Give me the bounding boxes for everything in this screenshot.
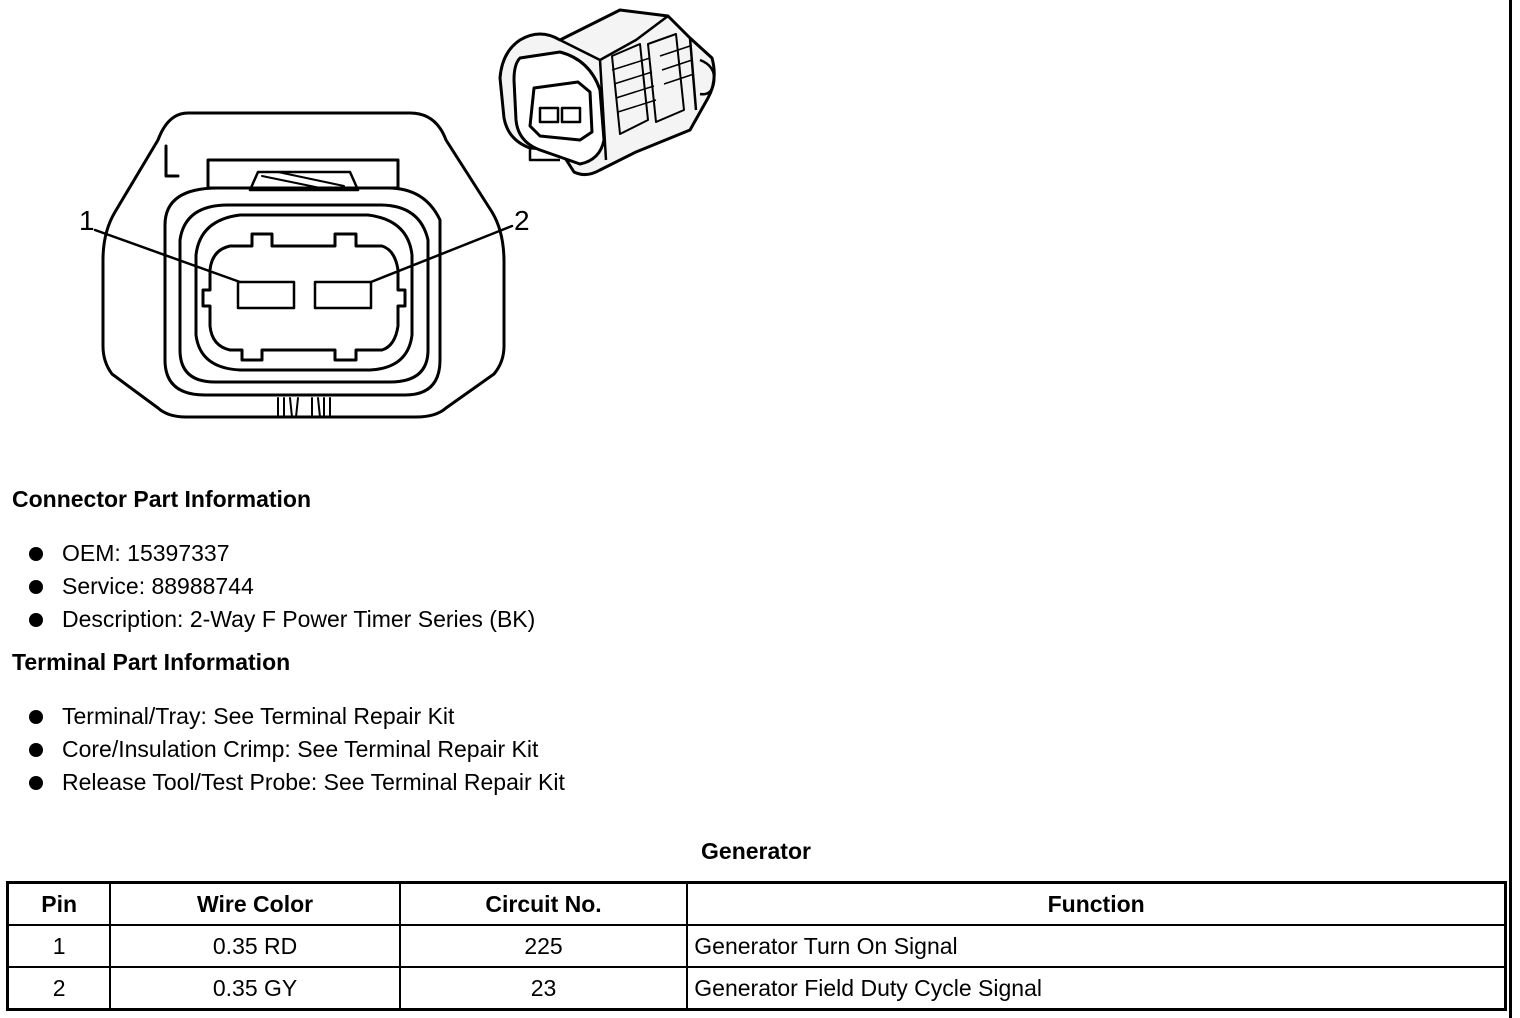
terminal-slot-1 (236, 280, 296, 310)
pin-2-leader (369, 224, 514, 284)
column-header-pin: Pin (6, 881, 112, 926)
connector-seal (194, 213, 414, 372)
table-caption: Generator (701, 838, 811, 864)
connector-part-info-heading: Connector Part Information (12, 486, 312, 512)
connector-side-tab (164, 144, 180, 178)
list-item-text: Terminal/Tray: See Terminal Repair Kit (62, 703, 455, 729)
column-header-circuit-no: Circuit No. (398, 881, 689, 926)
list-item: Description: 2-Way F Power Timer Series … (0, 603, 535, 636)
connector-part-info-list: OEM: 15397337 Service: 88988744 Descript… (0, 537, 535, 636)
cell-wire-color: 0.35 RD (109, 924, 401, 968)
bullet-icon (29, 580, 43, 594)
list-item-text: Service: 88988744 (62, 573, 254, 599)
list-item-text: Description: 2-Way F Power Timer Series … (62, 606, 536, 632)
pinout-table: Pin Wire Color Circuit No. Function 1 0.… (6, 881, 1507, 1011)
cell-pin: 1 (6, 924, 112, 968)
cell-wire-color: 0.35 GY (109, 966, 401, 1011)
list-item: OEM: 15397337 (0, 537, 535, 570)
terminal-part-info-heading: Terminal Part Information (12, 649, 291, 675)
connector-outer-housing (101, 111, 506, 419)
terminal-cavity (201, 232, 407, 362)
bullet-icon (29, 743, 43, 757)
connector-diagram: 1 2 (79, 8, 716, 419)
pin-1-label: 1 (79, 205, 95, 236)
connector-perspective-view (498, 8, 716, 177)
cell-circuit-no: 225 (398, 924, 689, 968)
cell-pin: 2 (6, 966, 112, 1011)
column-header-function: Function (686, 881, 1507, 926)
list-item-text: OEM: 15397337 (62, 540, 230, 566)
pin-1-leader (93, 228, 242, 284)
terminal-part-info-list: Terminal/Tray: See Terminal Repair Kit C… (0, 700, 565, 799)
table-header-row: Pin Wire Color Circuit No. Function (6, 881, 1507, 926)
cell-function: Generator Turn On Signal (686, 924, 1507, 968)
list-item-text: Release Tool/Test Probe: See Terminal Re… (62, 769, 565, 795)
cell-function: Generator Field Duty Cycle Signal (686, 966, 1507, 1011)
bullet-icon (29, 710, 43, 724)
list-item-text: Core/Insulation Crimp: See Terminal Repa… (62, 736, 539, 762)
table-row: 1 0.35 RD 225 Generator Turn On Signal (6, 924, 1507, 968)
bullet-icon (29, 613, 43, 627)
connector-inner-frame (163, 186, 442, 397)
terminal-slot-2 (313, 280, 373, 310)
cell-circuit-no: 23 (398, 966, 689, 1011)
table-row: 2 0.35 GY 23 Generator Field Duty Cycle … (6, 966, 1507, 1011)
pin-2-label: 2 (514, 205, 530, 236)
list-item: Service: 88988744 (0, 570, 535, 603)
column-header-wire-color: Wire Color (109, 881, 401, 926)
page-border-right (1509, 0, 1512, 1018)
list-item: Core/Insulation Crimp: See Terminal Repa… (0, 733, 565, 766)
list-item: Release Tool/Test Probe: See Terminal Re… (0, 766, 565, 799)
bullet-icon (29, 547, 43, 561)
list-item: Terminal/Tray: See Terminal Repair Kit (0, 700, 565, 733)
wire-exit (277, 397, 331, 418)
bullet-icon (29, 776, 43, 790)
